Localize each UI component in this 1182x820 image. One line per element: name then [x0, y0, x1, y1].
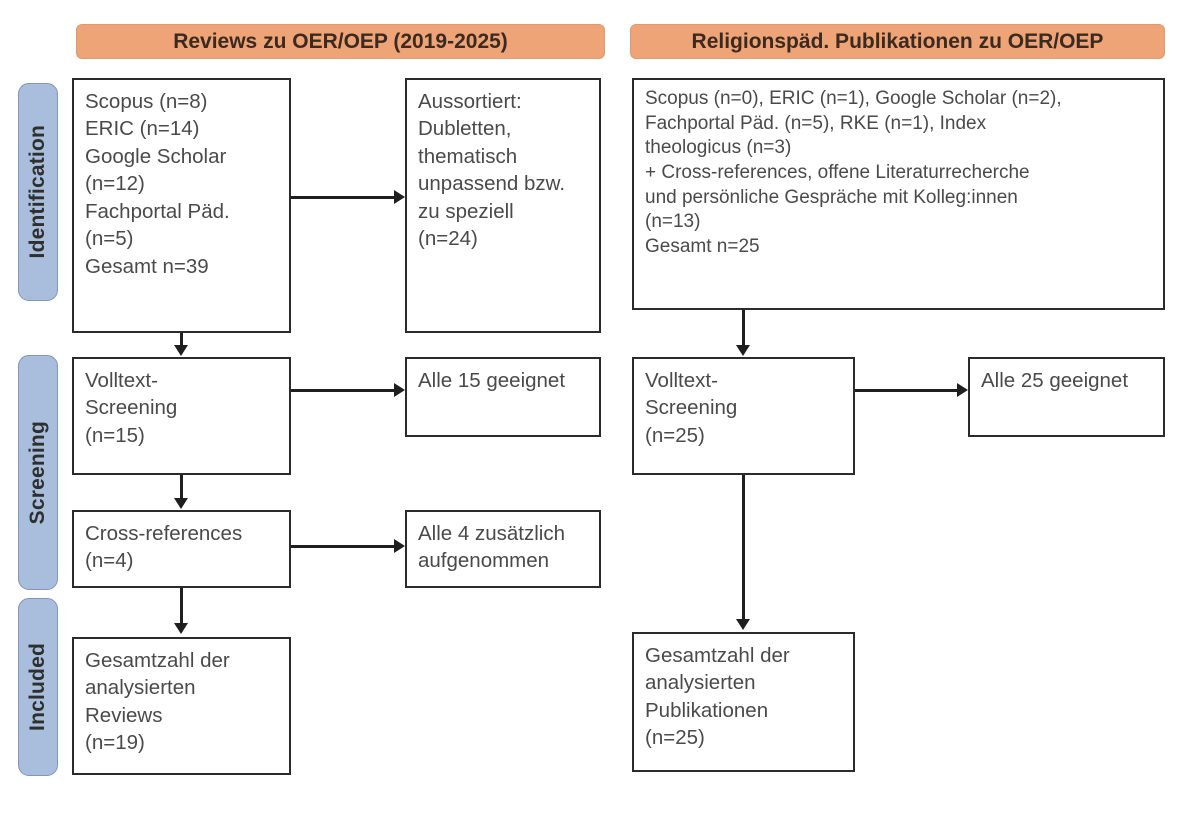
box-right-fulltext-result: Alle 25 geeignet	[968, 357, 1165, 437]
phase-label-screening: Screening	[26, 420, 49, 525]
arrowhead-left-sources-to-screening	[174, 345, 188, 356]
connector-left-crossrefs-to-result	[291, 545, 394, 548]
connector-left-sources-to-screening	[180, 333, 183, 347]
phase-pill-screening: Screening	[18, 355, 58, 590]
column-header-reviews: Reviews zu OER/OEP (2019-2025)	[76, 24, 605, 59]
arrowhead-right-screening-to-included	[736, 619, 750, 630]
box-left-fulltext-screening: Volltext- Screening (n=15)	[72, 357, 291, 475]
box-left-excluded: Aussortiert: Dubletten, thematisch unpas…	[405, 78, 601, 333]
arrowhead-right-screening-to-result	[957, 383, 968, 397]
arrowhead-left-screening-to-crossrefs	[174, 498, 188, 509]
box-left-included-total: Gesamtzahl der analysierten Reviews (n=1…	[72, 637, 291, 775]
arrowhead-left-sources-to-excluded	[394, 190, 405, 204]
connector-right-screening-to-result	[855, 389, 957, 392]
arrowhead-left-crossrefs-to-result	[394, 539, 405, 553]
phase-label-included: Included	[26, 643, 49, 731]
connector-left-screening-to-crossrefs	[180, 475, 183, 499]
connector-left-crossrefs-to-included	[180, 588, 183, 624]
connector-right-screening-to-included	[742, 475, 745, 620]
column-header-religionspaed: Religionspäd. Publikationen zu OER/OEP	[630, 24, 1165, 59]
connector-left-screening-to-result	[291, 389, 394, 392]
box-right-fulltext-screening: Volltext- Screening (n=25)	[632, 357, 855, 475]
box-right-included-total: Gesamtzahl der analysierten Publikatione…	[632, 632, 855, 772]
box-left-cross-references: Cross-references (n=4)	[72, 510, 291, 588]
box-left-cross-references-result: Alle 4 zusätzlich aufgenommen	[405, 510, 601, 588]
connector-right-sources-to-screening	[742, 310, 745, 345]
connector-left-sources-to-excluded	[291, 196, 394, 199]
arrowhead-left-crossrefs-to-included	[174, 623, 188, 634]
phase-pill-identification: Identification	[18, 83, 58, 301]
box-left-fulltext-result: Alle 15 geeignet	[405, 357, 601, 437]
phase-pill-included: Included	[18, 598, 58, 776]
phase-label-identification: Identification	[26, 125, 49, 259]
box-right-identification-sources: Scopus (n=0), ERIC (n=1), Google Scholar…	[632, 78, 1165, 310]
arrowhead-right-sources-to-screening	[736, 345, 750, 356]
arrowhead-left-screening-to-result	[394, 383, 405, 397]
box-left-identification-sources: Scopus (n=8) ERIC (n=14) Google Scholar …	[72, 78, 291, 333]
